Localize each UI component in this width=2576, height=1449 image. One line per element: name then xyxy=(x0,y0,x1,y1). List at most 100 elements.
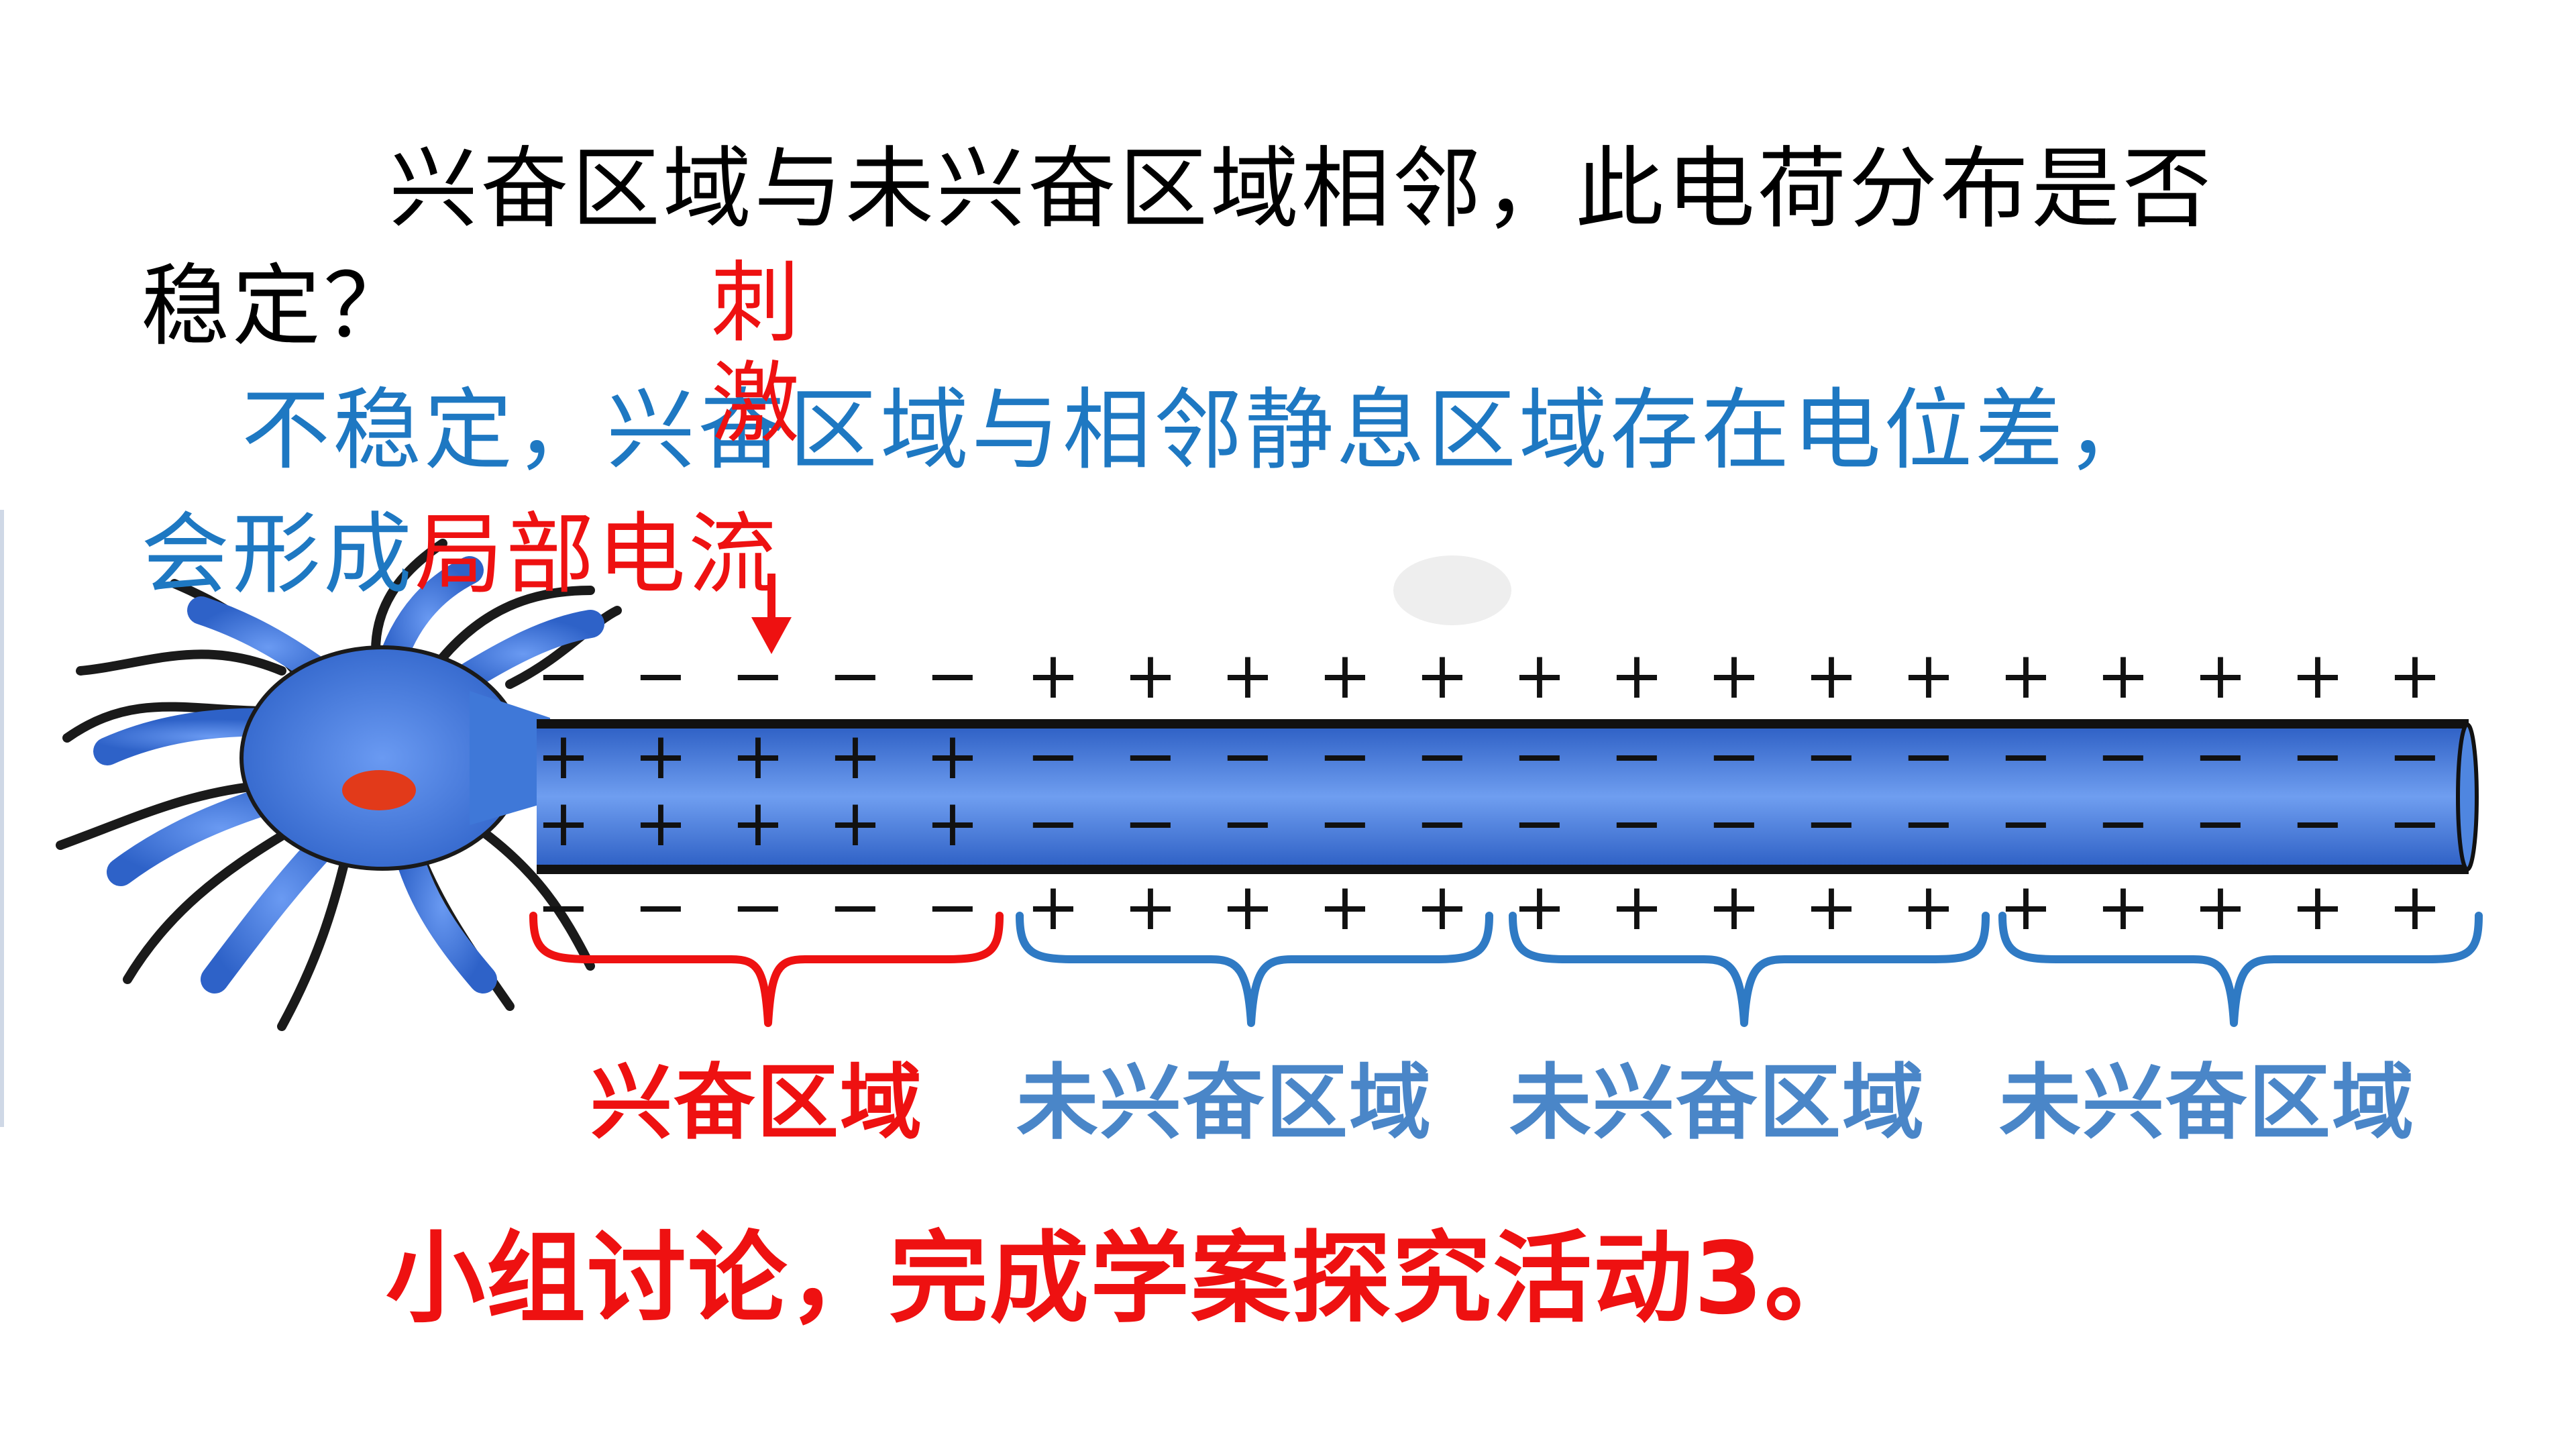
charge-inner-bottom-rest-9: − xyxy=(1902,786,1955,861)
charge-inner-top-rest-2: − xyxy=(1221,718,1275,794)
charge-outer-bottom-rest-8: + xyxy=(1805,869,1858,945)
charge-outer-top-rest-4: + xyxy=(1415,638,1469,713)
charge-outer-top-excited-3: − xyxy=(828,638,882,713)
charge-inner-bottom-excited-2: + xyxy=(731,786,785,861)
region-label-resting-3: 未兴奋区域 xyxy=(1999,1055,2415,1150)
charge-inner-bottom-rest-11: − xyxy=(2096,786,2150,861)
charge-inner-bottom-rest-13: − xyxy=(2291,786,2345,861)
charge-outer-bottom-rest-12: + xyxy=(2194,869,2247,945)
charge-outer-bottom-excited-0: − xyxy=(537,869,590,945)
charge-inner-bottom-rest-7: − xyxy=(1707,786,1761,861)
charge-inner-bottom-rest-10: − xyxy=(1999,786,2053,861)
charge-inner-top-rest-12: − xyxy=(2194,718,2247,794)
charge-inner-top-rest-8: − xyxy=(1805,718,1858,794)
charge-outer-top-rest-12: + xyxy=(2194,638,2247,713)
charge-inner-bottom-rest-3: − xyxy=(1318,786,1372,861)
charge-inner-top-rest-13: − xyxy=(2291,718,2345,794)
charge-inner-bottom-excited-3: + xyxy=(828,786,882,861)
brace-excited xyxy=(529,912,1004,1027)
charge-inner-top-rest-1: − xyxy=(1124,718,1177,794)
local-current-highlight: 局部电流 xyxy=(415,503,780,606)
charge-inner-top-rest-7: − xyxy=(1707,718,1761,794)
neuron-soma xyxy=(56,539,622,1031)
charge-inner-bottom-rest-1: − xyxy=(1124,786,1177,861)
nucleus xyxy=(342,770,416,810)
answer-line-2-prefix: 会形成 xyxy=(141,503,415,606)
charge-inner-bottom-excited-4: + xyxy=(926,786,979,861)
charge-outer-top-excited-2: − xyxy=(731,638,785,713)
stimulus-label-char-1: 刺 xyxy=(711,252,800,355)
charge-inner-bottom-rest-8: − xyxy=(1805,786,1858,861)
charge-outer-top-rest-1: + xyxy=(1124,638,1177,713)
charge-inner-top-rest-3: − xyxy=(1318,718,1372,794)
region-label-resting-2: 未兴奋区域 xyxy=(1509,1055,1925,1150)
charge-outer-bottom-rest-7: + xyxy=(1707,869,1761,945)
charge-inner-top-rest-5: − xyxy=(1513,718,1566,794)
charge-outer-top-rest-13: + xyxy=(2291,638,2345,713)
charge-inner-top-rest-10: − xyxy=(1999,718,2053,794)
charge-inner-top-rest-6: − xyxy=(1610,718,1664,794)
charge-inner-top-rest-14: − xyxy=(2388,718,2442,794)
answer-line-2: 会形成局部电流 xyxy=(141,483,780,611)
stimulus-arrow xyxy=(751,574,792,654)
brace-resting-2 xyxy=(1509,912,1990,1027)
charge-outer-bottom-rest-13: + xyxy=(2291,869,2345,945)
charge-inner-bottom-rest-14: − xyxy=(2388,786,2442,861)
charge-outer-top-rest-10: + xyxy=(1999,638,2053,713)
charge-outer-bottom-excited-3: − xyxy=(828,869,882,945)
charge-outer-top-rest-7: + xyxy=(1707,638,1761,713)
charge-inner-bottom-rest-5: − xyxy=(1513,786,1566,861)
charge-outer-bottom-rest-11: + xyxy=(2096,869,2150,945)
charge-inner-top-rest-11: − xyxy=(2096,718,2150,794)
answer-line-1: 不稳定，兴奋区域与相邻静息区域存在电位差， xyxy=(241,379,2157,482)
charge-inner-bottom-rest-2: − xyxy=(1221,786,1275,861)
charge-outer-bottom-rest-14: + xyxy=(2388,869,2442,945)
brace-resting-3 xyxy=(1998,912,2483,1027)
charge-inner-top-excited-4: + xyxy=(926,718,979,794)
charge-outer-bottom-rest-2: + xyxy=(1221,869,1275,945)
charge-inner-bottom-rest-4: − xyxy=(1415,786,1469,861)
question-line-1: 兴奋区域与未兴奋区域相邻，此电荷分布是否 xyxy=(389,138,2214,241)
charge-inner-bottom-rest-6: − xyxy=(1610,786,1664,861)
charge-outer-top-rest-3: + xyxy=(1318,638,1372,713)
charge-inner-bottom-rest-0: − xyxy=(1026,786,1080,861)
footer-note: 小组讨论，完成学案探究活动3。 xyxy=(386,1221,1865,1336)
charge-outer-bottom-rest-1: + xyxy=(1124,869,1177,945)
decor-oval xyxy=(1393,555,1511,625)
charge-outer-bottom-rest-10: + xyxy=(1999,869,2053,945)
stimulus-label-char-2: 激 xyxy=(711,352,800,455)
region-label-resting-1: 未兴奋区域 xyxy=(1016,1055,1432,1150)
charge-outer-bottom-rest-0: + xyxy=(1026,869,1080,945)
charge-outer-bottom-excited-2: − xyxy=(731,869,785,945)
left-edge-line xyxy=(0,510,4,1127)
charge-outer-top-rest-8: + xyxy=(1805,638,1858,713)
charge-outer-top-rest-0: + xyxy=(1026,638,1080,713)
charge-inner-top-excited-3: + xyxy=(828,718,882,794)
charge-outer-top-excited-4: − xyxy=(926,638,979,713)
charge-outer-bottom-rest-5: + xyxy=(1513,869,1566,945)
charge-outer-top-excited-0: − xyxy=(537,638,590,713)
axon xyxy=(537,719,2479,874)
charge-inner-bottom-rest-12: − xyxy=(2194,786,2247,861)
charge-outer-bottom-rest-3: + xyxy=(1318,869,1372,945)
region-braces xyxy=(529,912,2483,1027)
charge-outer-bottom-rest-6: + xyxy=(1610,869,1664,945)
charge-inner-bottom-excited-1: + xyxy=(634,786,688,861)
charge-inner-bottom-excited-0: + xyxy=(537,786,590,861)
charge-outer-bottom-excited-1: − xyxy=(634,869,688,945)
charge-outer-top-rest-9: + xyxy=(1902,638,1955,713)
charge-inner-top-excited-1: + xyxy=(634,718,688,794)
region-label-excited: 兴奋区域 xyxy=(590,1055,923,1150)
neuron-diagram: −−−−−++++++++++++++++++++−−−−−−−−−−−−−−−… xyxy=(0,510,2483,1127)
charge-outer-top-rest-5: + xyxy=(1513,638,1566,713)
charge-inner-top-excited-0: + xyxy=(537,718,590,794)
charge-outer-top-excited-1: − xyxy=(634,638,688,713)
charge-outer-bottom-rest-4: + xyxy=(1415,869,1469,945)
charge-inner-top-rest-9: − xyxy=(1902,718,1955,794)
question-line-2: 稳定？ xyxy=(141,255,415,358)
charge-outer-bottom-excited-4: − xyxy=(926,869,979,945)
charge-inner-top-rest-0: − xyxy=(1026,718,1080,794)
charge-outer-bottom-rest-9: + xyxy=(1902,869,1955,945)
charge-outer-top-rest-2: + xyxy=(1221,638,1275,713)
charge-inner-top-excited-2: + xyxy=(731,718,785,794)
